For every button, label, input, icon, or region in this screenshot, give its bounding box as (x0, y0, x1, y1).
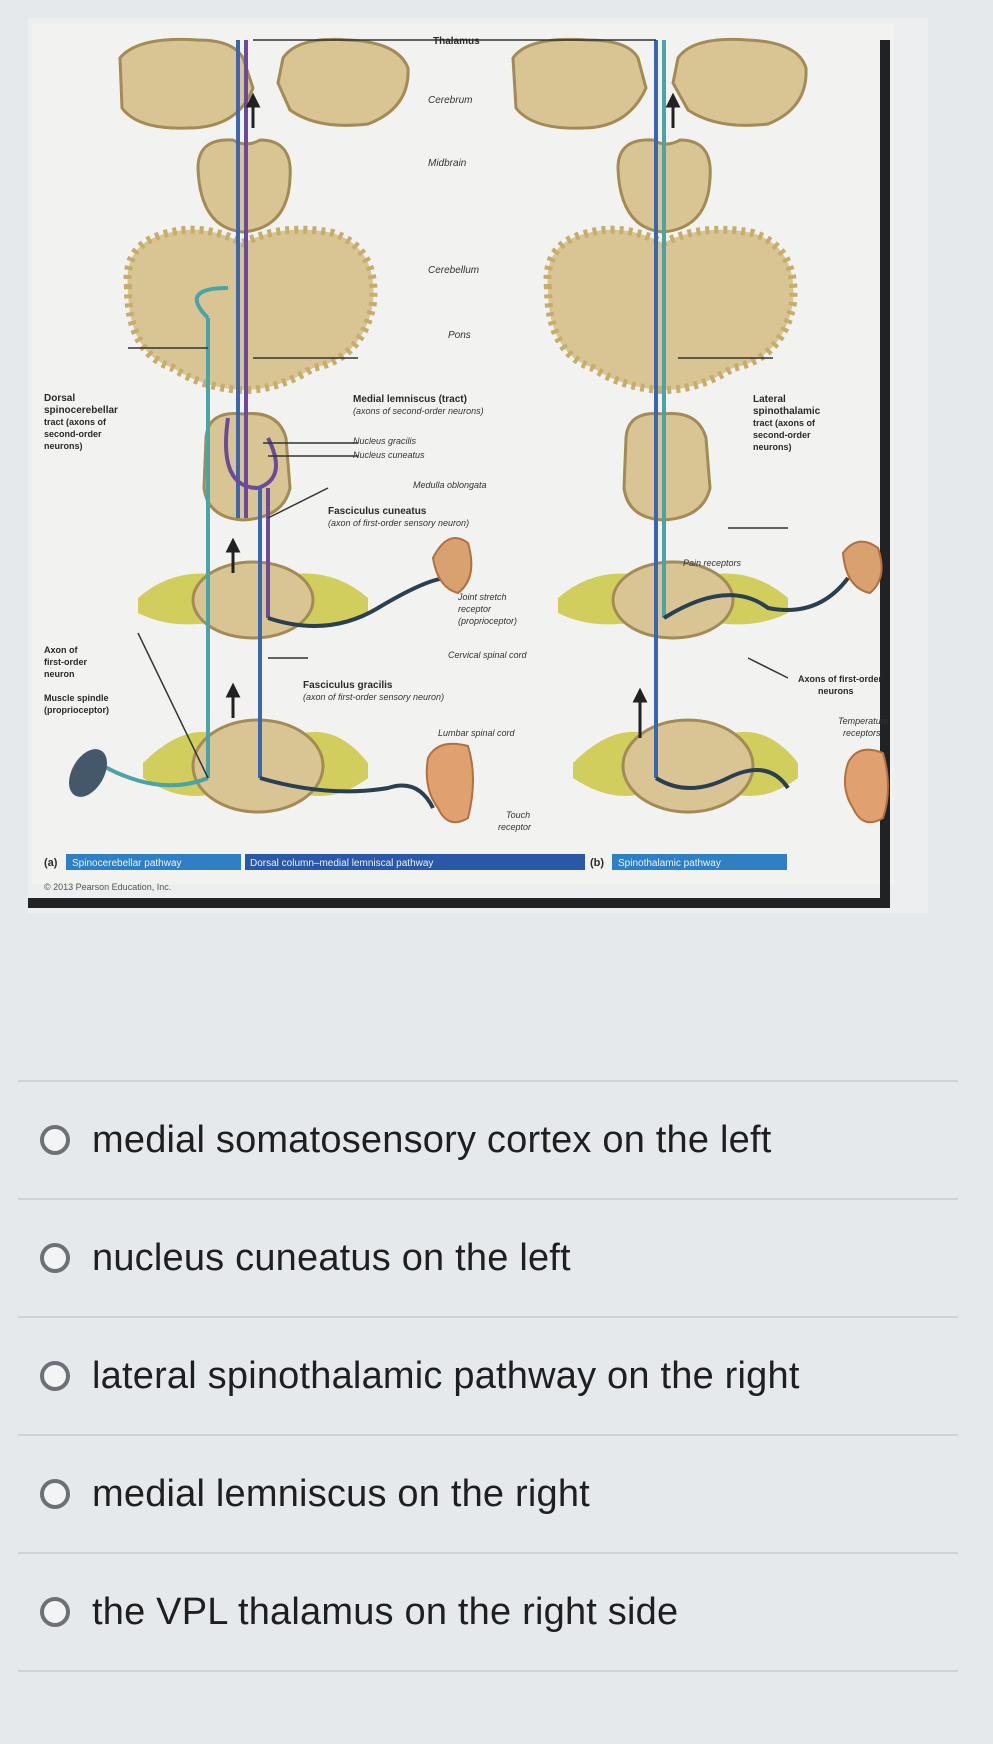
svg-text:Cerebrum: Cerebrum (428, 95, 472, 106)
svg-text:neuron: neuron (44, 669, 75, 679)
option-label: nucleus cuneatus on the left (92, 1236, 571, 1279)
svg-text:Medulla oblongata: Medulla oblongata (413, 480, 487, 490)
pons-b (543, 225, 798, 395)
svg-text:spinothalamic: spinothalamic (753, 406, 821, 417)
svg-text:(axon of first-order sensory n: (axon of first-order sensory neuron) (303, 692, 444, 702)
joint-receptor-icon (431, 537, 473, 595)
svg-text:spinocerebellar: spinocerebellar (44, 405, 118, 416)
hand-icon-b (841, 540, 883, 595)
svg-text:Touch: Touch (506, 810, 530, 820)
svg-text:Spinocerebellar pathway: Spinocerebellar pathway (72, 858, 182, 869)
option-label: medial lemniscus on the right (92, 1472, 590, 1515)
svg-text:Fasciculus cuneatus: Fasciculus cuneatus (328, 506, 427, 517)
option-label: the VPL thalamus on the right side (92, 1590, 679, 1633)
svg-text:Nucleus gracilis: Nucleus gracilis (353, 436, 417, 446)
svg-text:first-order: first-order (44, 657, 88, 667)
svg-text:(axon of first-order sensory n: (axon of first-order sensory neuron) (328, 518, 469, 528)
svg-text:Spinothalamic pathway: Spinothalamic pathway (618, 858, 721, 869)
svg-text:Pain receptors: Pain receptors (683, 558, 742, 568)
svg-text:Cervical spinal cord: Cervical spinal cord (448, 650, 528, 660)
svg-text:Dorsal: Dorsal (44, 393, 75, 404)
answer-options: medial somatosensory cortex on the left … (18, 1080, 958, 1672)
pathways-b (654, 40, 850, 790)
svg-text:Nucleus cuneatus: Nucleus cuneatus (353, 450, 425, 460)
arrow-up-icons (225, 92, 681, 738)
svg-text:Medial lemniscus (tract): Medial lemniscus (tract) (353, 394, 467, 405)
svg-text:(proprioceptor): (proprioceptor) (44, 705, 109, 715)
option-medial-somatosensory-cortex[interactable]: medial somatosensory cortex on the left (18, 1080, 958, 1198)
svg-text:Pons: Pons (448, 330, 471, 341)
svg-text:Fasciculus gracilis: Fasciculus gracilis (303, 680, 393, 691)
svg-text:Thalamus: Thalamus (433, 36, 480, 47)
radio-button[interactable] (40, 1361, 70, 1391)
option-nucleus-cuneatus[interactable]: nucleus cuneatus on the left (18, 1198, 958, 1316)
svg-text:(proprioceptor): (proprioceptor) (458, 616, 517, 626)
option-label: medial somatosensory cortex on the left (92, 1118, 772, 1161)
svg-text:Cerebellum: Cerebellum (428, 265, 479, 276)
svg-text:tract (axons of: tract (axons of (44, 417, 107, 427)
svg-text:Lateral: Lateral (753, 394, 786, 405)
caption-bar: (a) Spinocerebellar pathway Dorsal colum… (44, 854, 787, 892)
svg-text:second-order: second-order (753, 430, 811, 440)
pathways-a (96, 40, 449, 809)
medulla-b (622, 412, 712, 522)
svg-text:neurons): neurons) (44, 441, 83, 451)
figure-labels: Thalamus Cerebrum Midbrain Cerebellum Po… (44, 36, 889, 832)
svg-text:Lumbar spinal cord: Lumbar spinal cord (438, 728, 516, 738)
svg-text:Axon of: Axon of (44, 645, 78, 655)
foot-icon-b (843, 748, 889, 824)
muscle-spindle-icon (69, 749, 107, 797)
option-label: lateral spinothalamic pathway on the rig… (92, 1354, 800, 1397)
svg-text:Midbrain: Midbrain (428, 158, 467, 169)
pons-a (123, 225, 378, 395)
radio-button[interactable] (40, 1125, 70, 1155)
option-lateral-spinothalamic[interactable]: lateral spinothalamic pathway on the rig… (18, 1316, 958, 1434)
svg-text:Muscle spindle: Muscle spindle (44, 693, 109, 703)
svg-text:receptor: receptor (498, 822, 532, 832)
svg-text:tract (axons of: tract (axons of (753, 418, 816, 428)
radio-button[interactable] (40, 1479, 70, 1509)
svg-text:Axons of first-order: Axons of first-order (798, 674, 883, 684)
svg-text:(a): (a) (44, 857, 58, 869)
svg-text:neurons: neurons (818, 686, 854, 696)
svg-text:(b): (b) (590, 857, 604, 869)
radio-button[interactable] (40, 1597, 70, 1627)
cervical-cord-b (558, 560, 788, 640)
neuro-pathway-figure: Thalamus Cerebrum Midbrain Cerebellum Po… (28, 18, 928, 913)
svg-text:Temperature: Temperature (838, 716, 889, 726)
foot-icon-a (425, 742, 474, 824)
svg-text:receptor: receptor (458, 604, 492, 614)
radio-button[interactable] (40, 1243, 70, 1273)
svg-text:(axons of second-order neurons: (axons of second-order neurons) (353, 406, 484, 416)
svg-text:second-order: second-order (44, 429, 102, 439)
svg-text:Joint stretch: Joint stretch (457, 592, 507, 602)
svg-text:receptors: receptors (843, 728, 881, 738)
svg-text:Dorsal column–medial lemniscal: Dorsal column–medial lemniscal pathway (250, 858, 433, 869)
option-medial-lemniscus[interactable]: medial lemniscus on the right (18, 1434, 958, 1552)
leader-lines (128, 39, 789, 779)
option-vpl-thalamus[interactable]: the VPL thalamus on the right side (18, 1552, 958, 1672)
cerebrum-left-a (118, 37, 410, 130)
svg-text:neurons): neurons) (753, 442, 792, 452)
svg-text:© 2013 Pearson Education, Inc.: © 2013 Pearson Education, Inc. (44, 882, 171, 892)
cerebrum-right-b (511, 37, 808, 130)
